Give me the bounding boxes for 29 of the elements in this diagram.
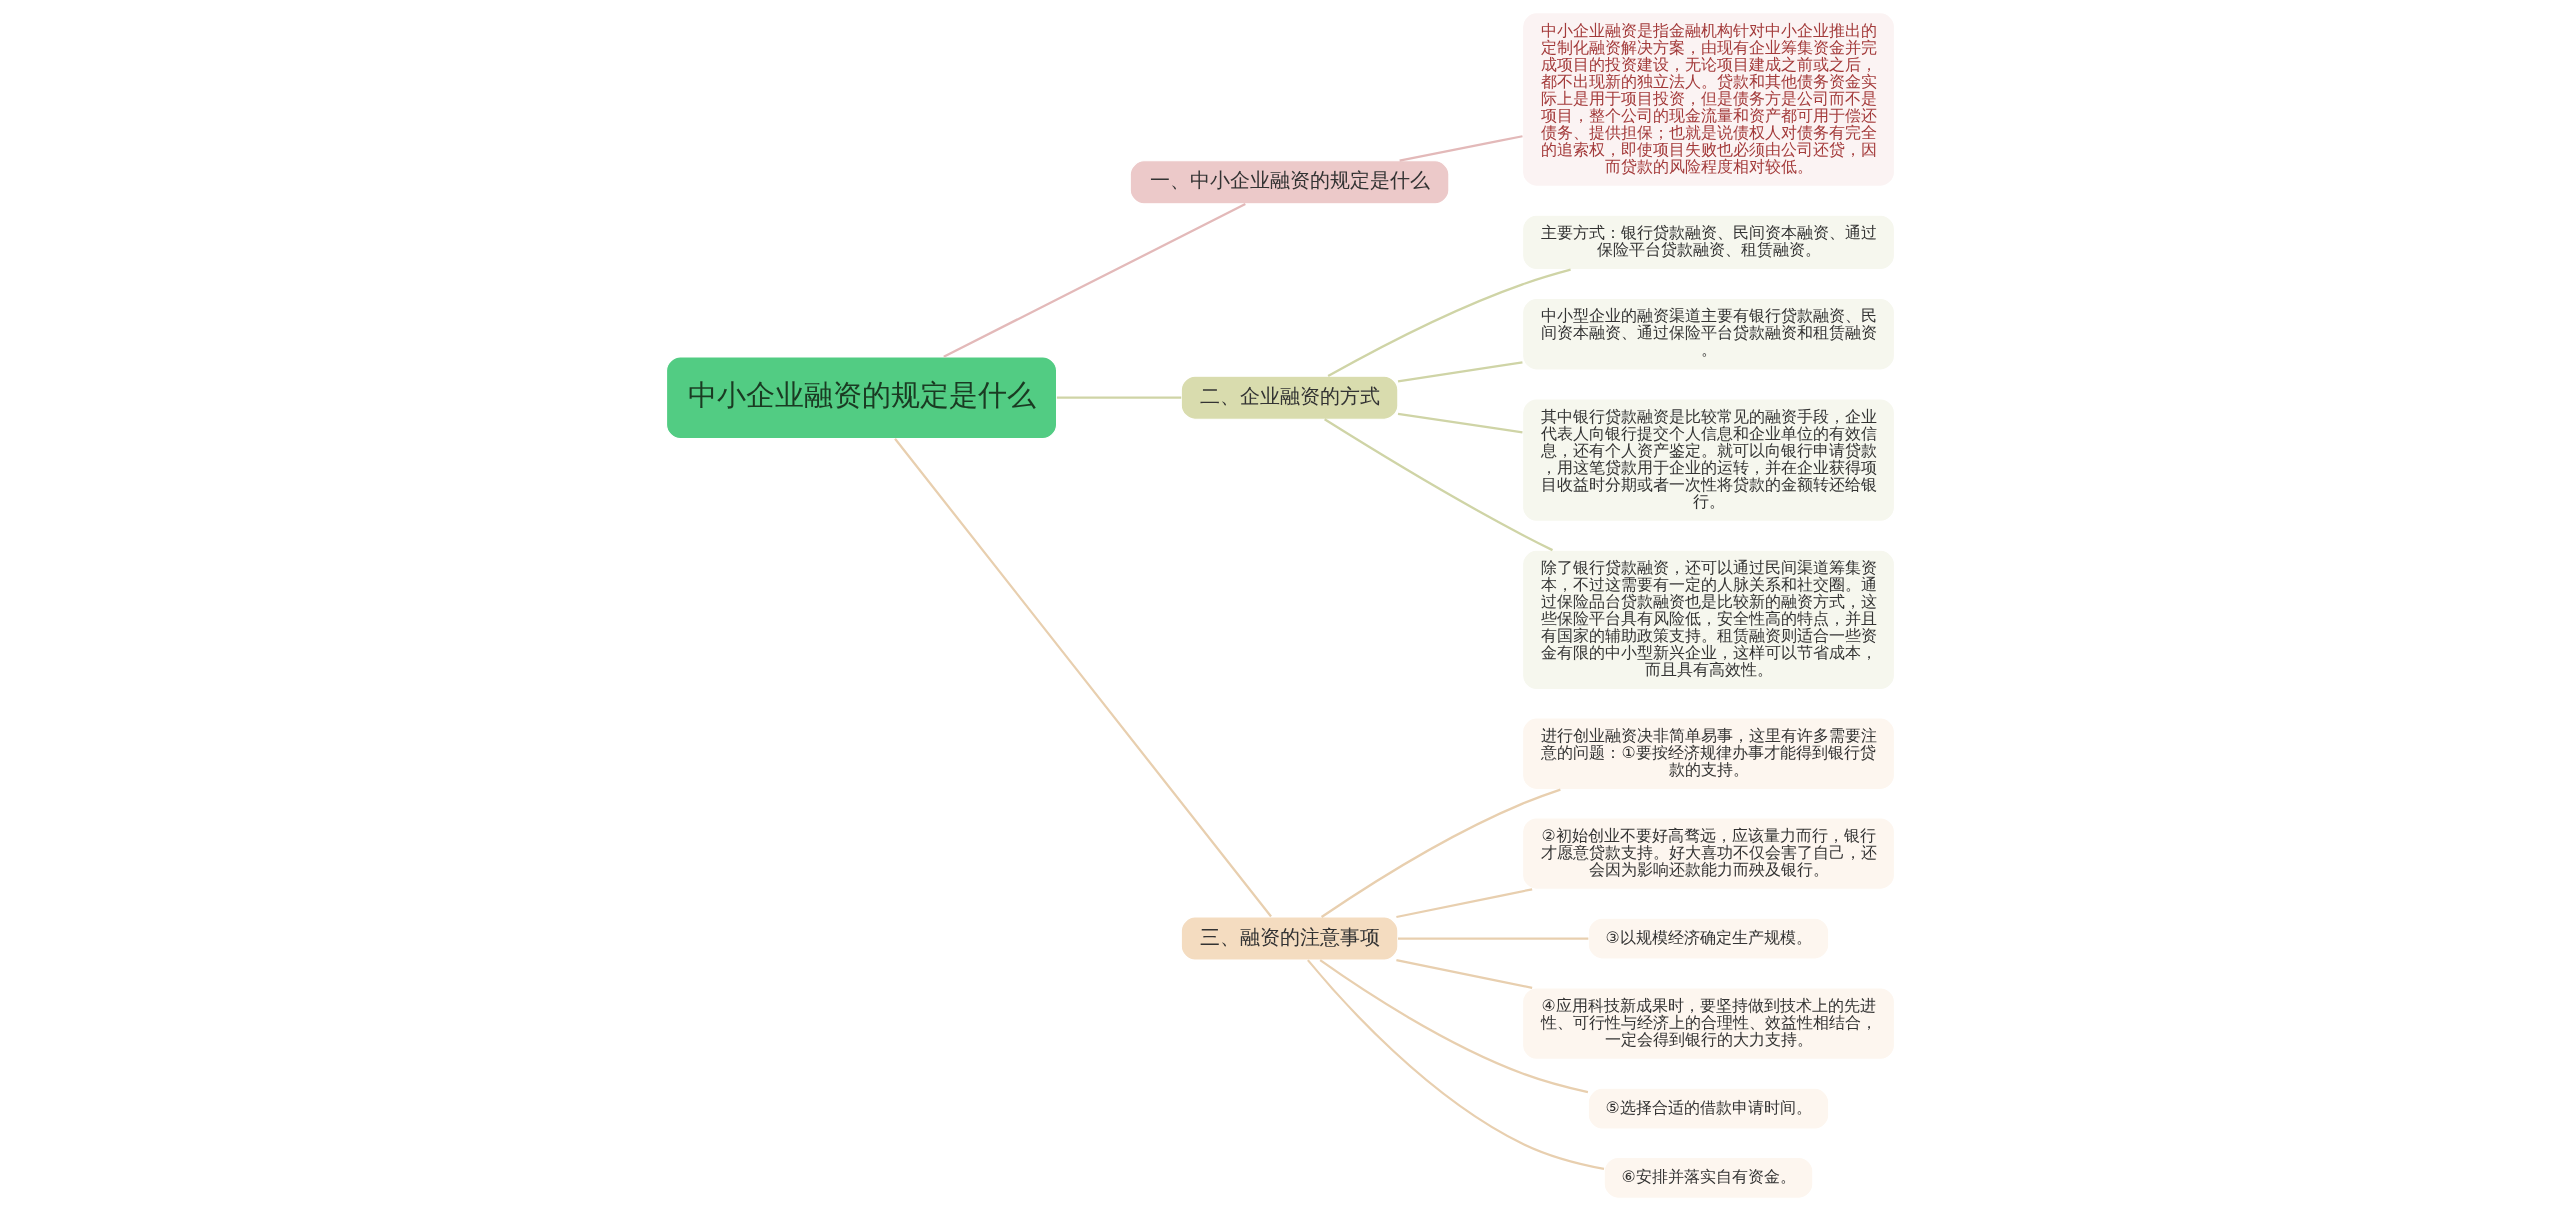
node-box: 进行创业融资决非简单易事，这里有许多需要注意的问题：①要按经济规律办事才能得到银行贷款的支持。 [1521, 717, 1895, 791]
connector [1395, 959, 1532, 989]
node-box: ②初始创业不要好高骛远，应该量力而行，银行才愿意贷款支持。好大喜功不仅会害了自己，还会因为影响还款能力而殃及银行。 [1521, 817, 1895, 890]
node-box: 中小企业融资是指金融机构针对中小企业推出的定制化融资解决方案，由现有企业筹集资金并完成项目的投资建设，无论项目建成之前或之后，都不出现新的独立法人。贷款和其他债务资金实际上是用于项目投资，但是债务方是公司而不是项目，整个公司的现金流量和资产都可用于偿还债务、提供担保；也就是说债权人对债务有完全的追索权，即使项目失败也必须由公司还贷，因而贷款的风险程度相对较低。 [1521, 12, 1895, 187]
connector [1398, 135, 1523, 162]
node-box: ③以规模经济确定生产规模。 [1587, 917, 1829, 960]
connector [1320, 788, 1561, 918]
connector [1397, 937, 1588, 940]
node-box: 三、融资的注意事项 [1180, 916, 1398, 961]
connector [1319, 959, 1588, 1094]
connector [1395, 888, 1532, 919]
connector [1327, 268, 1571, 378]
connector [1397, 361, 1523, 383]
node-box: 一、中小企业融资的规定是什么 [1129, 160, 1449, 205]
node-box: ④应用科技新成果时，要坚持做到技术上的先进性、可行性与经济上的合理性、效益性相结合，一定会得到银行的大力支持。 [1521, 987, 1895, 1060]
node-box: 其中银行贷款融资是比较常见的融资手段，企业代表人向银行提交个人信息和企业单位的有效信息，还有个人资产鉴定。就可以向银行申请贷款，用这笔贷款用于企业的运转，并在企业获得项目收益时分期或者一次性将贷款的金额转还给银行。 [1521, 398, 1895, 522]
node-box: 二、企业融资的方式 [1180, 375, 1398, 420]
connector [1056, 396, 1181, 399]
node-box: 中小型企业的融资渠道主要有银行贷款融资、民间资本融资、通过保险平台贷款融资和租赁融资。 [1521, 297, 1895, 371]
node-box: 中小企业融资的规定是什么 [665, 356, 1057, 440]
connector [1306, 959, 1604, 1170]
connector [942, 203, 1246, 358]
node-box: ⑤选择合适的借款申请时间。 [1587, 1087, 1829, 1130]
node-box: ⑥安排并落实自有资金。 [1603, 1156, 1813, 1199]
node-box: 主要方式：银行贷款融资、民间资本融资、通过保险平台贷款融资、租赁融资。 [1521, 214, 1895, 271]
connector [893, 438, 1272, 918]
connector [1397, 412, 1523, 434]
connector [1323, 418, 1553, 552]
node-box: 除了银行贷款融资，还可以通过民间渠道筹集资本，不过这需要有一定的人脉关系和社交圈。通过保险品台贷款融资也是比较新的融资方式，这些保险平台具有风险低，安全性高的特点，并且有国家的辅助政策支持。租赁融资则适合一些资金有限的中小型新兴企业，这样可以节省成本，而且具有高效性。 [1521, 549, 1895, 691]
